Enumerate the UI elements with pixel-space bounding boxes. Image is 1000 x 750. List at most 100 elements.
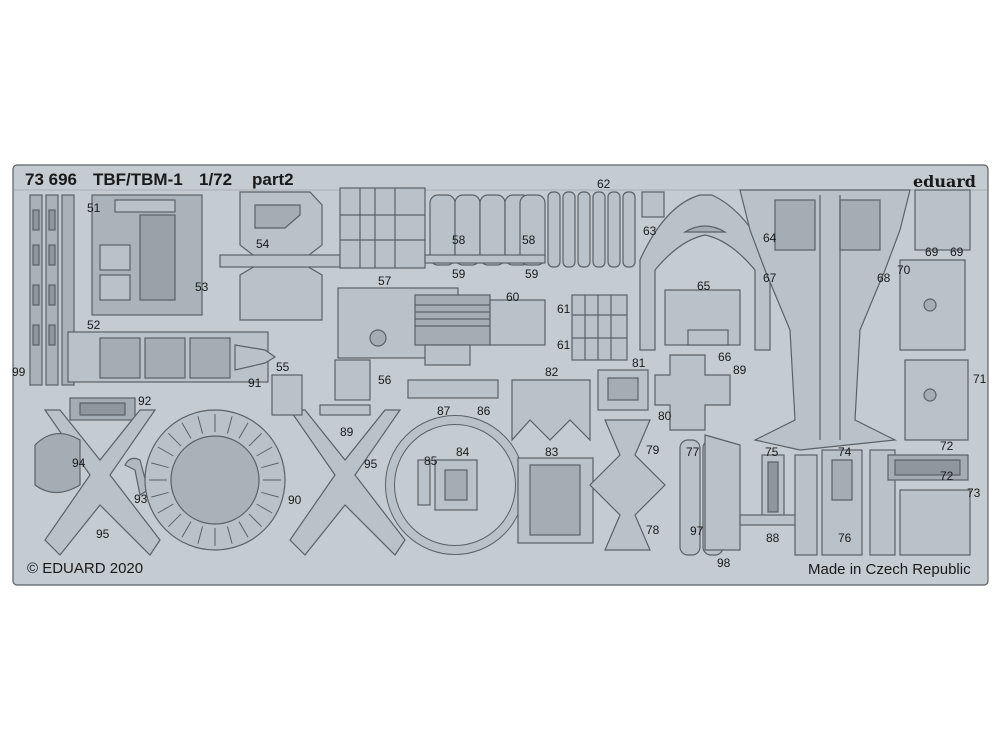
fret-model: TBF/TBM-1	[93, 170, 183, 189]
part-label: 59	[525, 267, 539, 281]
part-74-76	[821, 449, 896, 556]
gear-tooth	[261, 462, 279, 469]
part-label: 69	[925, 245, 939, 259]
part-69-71-panels	[899, 189, 971, 441]
part-label: 99	[12, 365, 26, 379]
gear-tooth	[256, 503, 273, 514]
part-label: 88	[766, 531, 780, 545]
part-label: 67	[763, 271, 777, 285]
part-label: 82	[545, 365, 559, 379]
gear-tooth	[256, 446, 273, 457]
gear-tooth	[157, 446, 174, 457]
part-label: 79	[646, 443, 660, 457]
part-54-frame	[219, 191, 341, 321]
part-label: 52	[87, 318, 101, 332]
part-label: 74	[838, 445, 852, 459]
gear-tooth	[261, 491, 279, 498]
gear-tooth	[181, 521, 192, 538]
fret-code: 73 696	[25, 170, 77, 189]
part-label: 68	[877, 271, 891, 285]
part-label: 73	[967, 486, 981, 500]
part-label: 87	[437, 404, 451, 418]
part-label: 86	[477, 404, 491, 418]
gear-tooth	[238, 422, 249, 439]
part-78-79	[589, 419, 666, 551]
gear-tooth	[157, 503, 174, 514]
part-93-hook	[124, 457, 149, 496]
part-53-panel	[91, 194, 203, 316]
brand-logo: eduard	[913, 172, 976, 191]
part-label: 83	[545, 445, 559, 459]
part-73	[899, 489, 971, 556]
part-label: 58	[522, 233, 536, 247]
fret-scale: 1/72	[199, 170, 233, 189]
gear-tooth	[167, 513, 182, 528]
part-label: 81	[632, 356, 646, 370]
gear-tooth	[226, 416, 233, 434]
part-99-rack	[29, 194, 75, 386]
part-label: 89	[733, 363, 747, 377]
part-label: 51	[87, 201, 101, 215]
part-label: 55	[276, 360, 290, 374]
part-label: 61	[557, 302, 571, 316]
part-label: 92	[138, 394, 152, 408]
part-60-assembly	[337, 287, 546, 366]
part-label: 66	[718, 350, 732, 364]
part-95-right-brace	[288, 409, 406, 556]
part-77-98	[679, 434, 741, 556]
part-label: 76	[838, 531, 852, 545]
part-label: 59	[452, 267, 466, 281]
part-label: 53	[195, 280, 209, 294]
part-label: 77	[686, 445, 700, 459]
part-label: 64	[763, 231, 777, 245]
part-label: 85	[424, 454, 438, 468]
part-80-cross	[654, 354, 731, 431]
part-61-grid	[571, 294, 628, 361]
part-label: 70	[897, 263, 911, 277]
gear-tooth	[197, 526, 204, 544]
part-67-68-fins	[739, 189, 911, 451]
part-label: 84	[456, 445, 470, 459]
origin-label: Made in Czech Republic	[808, 561, 971, 578]
copyright: © EDUARD 2020	[27, 560, 144, 577]
part-88	[739, 514, 801, 526]
part-52-console	[67, 331, 277, 383]
part-label: 61	[557, 338, 571, 352]
part-label: 94	[72, 456, 86, 470]
part-label: 80	[658, 409, 672, 423]
gear-tooth	[238, 521, 249, 538]
part-label: 97	[690, 524, 704, 538]
gear-tooth	[248, 432, 263, 447]
gear-tooth	[181, 422, 192, 439]
part-label: 95	[96, 527, 110, 541]
part-label: 95	[364, 457, 378, 471]
part-58-59-clips	[424, 194, 546, 266]
part-62-combs	[547, 191, 665, 268]
part-label: 72	[940, 469, 954, 483]
part-label: 75	[765, 445, 779, 459]
part-55-56-87	[271, 359, 499, 416]
gear-tooth	[197, 416, 204, 434]
gear-tooth	[151, 491, 169, 498]
part-label: 90	[288, 493, 302, 507]
gear-tooth	[226, 526, 233, 544]
part-label: 62	[597, 177, 611, 191]
part-label: 93	[134, 492, 148, 506]
part-label: 89	[340, 425, 354, 439]
part-label: 78	[646, 523, 660, 537]
gear-tooth	[248, 513, 263, 528]
part-label: 71	[973, 372, 987, 386]
part-label: 58	[452, 233, 466, 247]
part-label: 57	[378, 274, 392, 288]
fret-part: part2	[252, 170, 294, 189]
gear-tooth	[167, 432, 182, 447]
part-label: 98	[717, 556, 731, 570]
part-label: 91	[248, 376, 262, 390]
part-57-grid	[339, 187, 426, 269]
part-82	[511, 379, 591, 442]
part-label: 56	[378, 373, 392, 387]
part-label: 54	[256, 237, 270, 251]
part-66	[687, 329, 729, 346]
part-label: 72	[940, 439, 954, 453]
